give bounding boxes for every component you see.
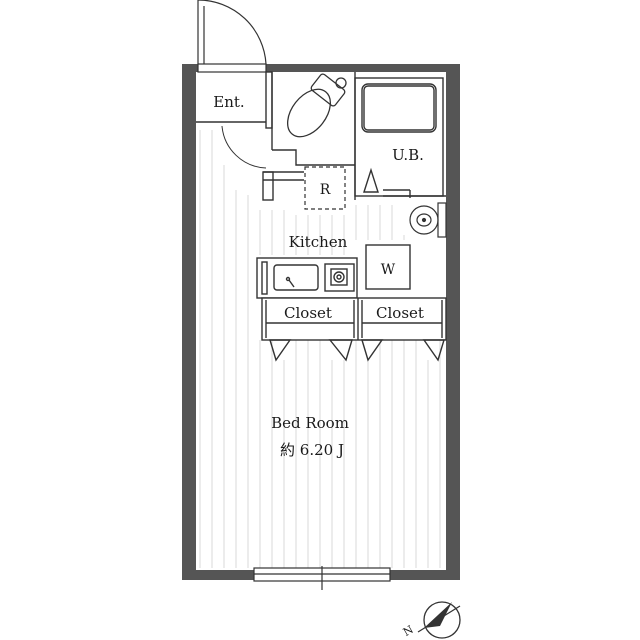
closet-left-label: Closet <box>284 304 332 322</box>
washer-label: W <box>381 262 396 278</box>
closets <box>261 297 447 362</box>
entrance-label: Ent. <box>213 93 244 111</box>
kitchen-counter <box>256 257 358 299</box>
closet-right-label: Closet <box>376 304 424 322</box>
toilet-icon <box>287 73 347 138</box>
unit-bath <box>354 77 446 198</box>
compass-north-label: N <box>401 623 416 639</box>
refrigerator-label: R <box>320 182 331 198</box>
washer-space <box>365 244 411 290</box>
window <box>253 566 391 590</box>
bedroom-label: Bed Room <box>271 414 349 432</box>
refrigerator-space <box>304 166 346 210</box>
exterior-walls <box>182 64 460 580</box>
entrance-area <box>196 71 273 169</box>
entrance-door <box>197 0 267 73</box>
kitchen-label: Kitchen <box>289 233 348 251</box>
floor-boards <box>199 130 441 568</box>
unit-bath-label: U.B. <box>392 146 424 164</box>
wash-basin-icon <box>409 202 447 238</box>
compass-icon <box>417 601 461 639</box>
bedroom-size-label: 約 6.20 J <box>280 441 344 459</box>
